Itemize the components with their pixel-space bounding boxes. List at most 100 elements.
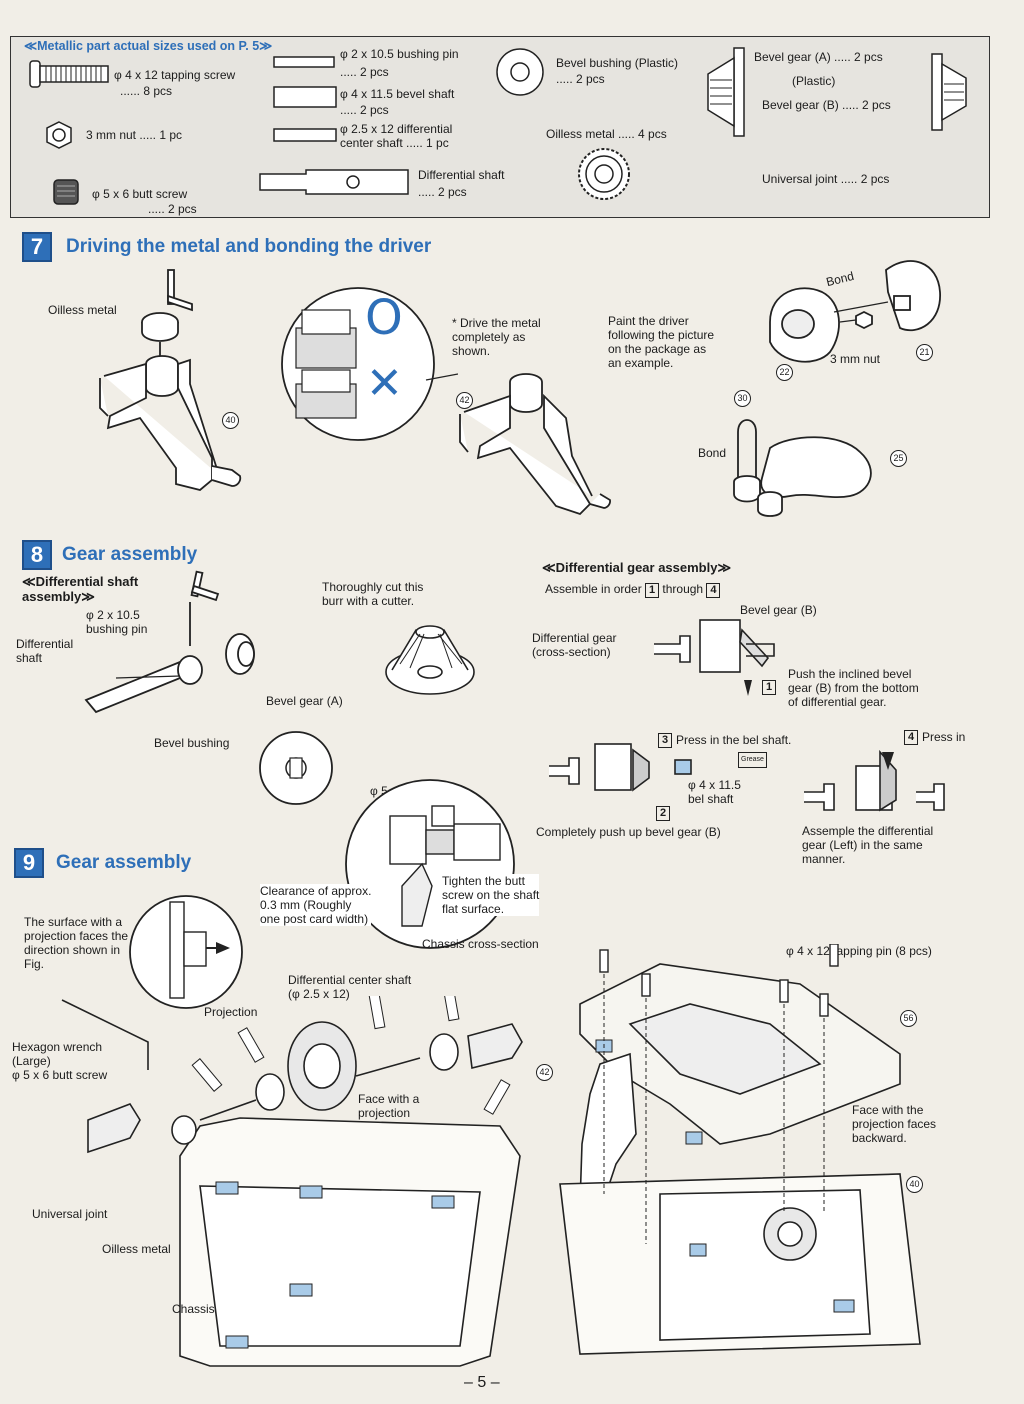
section-7-title: Driving the metal and bonding the driver (66, 236, 432, 257)
differential-gear-subtitle: ≪Differential gear assembly≫ (542, 560, 732, 575)
bevel-gear-b-label: Bevel gear (B) ..... 2 pcs (762, 98, 891, 112)
bushing-pin-icon (273, 56, 335, 68)
surface-note: The surface with a projection faces the … (24, 915, 129, 971)
oilless-gear-icon (578, 148, 630, 200)
step-box-4: 4 (706, 583, 721, 598)
differential-shaft-label: Differential shaft (418, 168, 505, 182)
tapping-pin-note: φ 4 x 12 tapping pin (8 pcs) (786, 944, 932, 958)
chassis-cross-section-label: Chassis cross-section (422, 937, 539, 951)
bevel-bushing-icon (496, 48, 544, 96)
bushing-pin-label: φ 2 x 10.5 bushing pin (340, 47, 459, 61)
driver-body-illustration (733, 419, 872, 517)
differential-shaft-icon (259, 169, 409, 195)
oilless-label: Oilless metal ..... 4 pcs (546, 127, 667, 141)
oilless-metal-note: Oilless metal (102, 1242, 171, 1256)
bevel-gear-a-note: (Plastic) (792, 74, 836, 88)
assemble-order-line: Assemble in order 1 through 4 (545, 582, 721, 598)
differential-shaft-note: Differential shaft (16, 637, 74, 665)
section-9-title: Gear assembly (56, 852, 192, 873)
bevel-shaft-label: φ 4 x 11.5 bevel shaft (340, 87, 455, 101)
incorrect-mark: ✕ (366, 358, 403, 409)
part-40-marker: 40 (222, 412, 239, 429)
zoom-circle-drive (281, 287, 458, 441)
bushing-pin-note: φ 2 x 10.5 bushing pin (86, 608, 148, 636)
section-7-bracket-illustration (99, 269, 242, 491)
diff-gear-step2-3 (549, 743, 692, 792)
differential-shaft-qty: ..... 2 pcs (418, 185, 467, 199)
center-shaft-note: Differential center shaft (φ 2.5 x 12) (288, 973, 412, 1001)
universal-joint-note: Universal joint (32, 1207, 108, 1221)
grease-tag-1: Grease (738, 752, 767, 768)
paint-note: Paint the driver following the picture o… (608, 314, 715, 370)
step-box-1-marker: 1 (762, 680, 776, 695)
bushing-pin-qty: ..... 2 pcs (340, 65, 389, 79)
tapping-screw-qty: ...... 8 pcs (120, 84, 173, 98)
page-number: – 5 – (464, 1374, 500, 1391)
oilless-metal-label: Oilless metal (48, 303, 117, 317)
part-22-marker: 22 (776, 364, 793, 381)
face-backward-note: Face with the projection faces backward. (852, 1103, 937, 1145)
nut-label: 3 mm nut ..... 1 pc (86, 128, 183, 142)
assemble-left-note: Assemple the differential gear (Left) in… (802, 824, 934, 866)
center-shaft-qty: center shaft ..... 1 pc (340, 136, 449, 150)
step4-note: Press in (922, 730, 966, 744)
bevel-bushing-qty: ..... 2 pcs (556, 72, 605, 86)
bevel-gear-a-icon (707, 47, 745, 137)
tapping-screw-label: φ 4 x 12 tapping screw (114, 68, 236, 82)
assemble-order-text: Assemble in order (545, 582, 642, 596)
part-21-marker: 21 (916, 344, 933, 361)
step-box-2-marker: 2 (656, 806, 670, 821)
chassis-note: Chassis (172, 1302, 215, 1316)
nut-3mm-label: 3 mm nut (830, 352, 881, 366)
center-shaft-label: φ 2.5 x 12 differential (340, 122, 453, 136)
bevel-gear-b-note: Bevel gear (B) (740, 603, 817, 617)
section-7-bracket-42 (459, 373, 611, 516)
gear-assembly-chassis-illustration (61, 996, 523, 1367)
helmet-illustration (769, 260, 941, 363)
bevel-gear-b-icon (931, 53, 967, 131)
bevel-gear-a-label: Bevel gear (A) ..... 2 pcs (754, 50, 883, 64)
bevel-shaft-qty: ..... 2 pcs (340, 103, 389, 117)
part-42-marker: 42 (456, 392, 473, 409)
nut-icon (46, 121, 72, 149)
tighten-note: Tighten the butt screw on the shaft flat… (442, 874, 540, 916)
step-box-3-marker: 3 (658, 733, 672, 748)
differential-shaft-assembly-illustration (84, 570, 255, 714)
parts-title: ≪Metallic part actual sizes used on P. 5… (24, 39, 273, 53)
butt-screw-qty: ..... 2 pcs (148, 202, 197, 216)
projection-label: Projection (204, 1005, 258, 1019)
differential-shaft-subtitle: ≪Differential shaft assembly≫ (22, 574, 139, 604)
bevel-gear-burr-illustration (385, 625, 475, 695)
bevel-bushing-note: Bevel bushing (154, 736, 230, 750)
bond-label-2: Bond (698, 446, 727, 460)
section-9-number: 9 (14, 848, 44, 878)
butt-screw-icon (53, 179, 79, 205)
universal-joint-label: Universal joint ..... 2 pcs (762, 172, 890, 186)
step1-note: Push the inclined bevel gear (B) from th… (788, 667, 919, 709)
cut-burr-note: Thoroughly cut this burr with a cutter. (322, 580, 424, 608)
bushing-zoom-circle (259, 731, 333, 805)
drive-note: * Drive the metal completely as shown. (452, 316, 541, 358)
step2-note: Completely push up bevel gear (B) (536, 825, 721, 839)
cross-section-note: Differential gear (cross-section) (532, 631, 617, 659)
hex-wrench-note: Hexagon wrench (Large) φ 5 x 6 butt scre… (12, 1040, 108, 1082)
section-7-number: 7 (22, 232, 52, 262)
bevel-gear-a-note: Bevel gear (A) (266, 694, 343, 708)
step3-note: Press in the bel shaft. (676, 733, 792, 747)
correct-mark: O (365, 290, 403, 346)
section-8-number: 8 (22, 540, 52, 570)
step-box-4-marker: 4 (904, 730, 918, 745)
clearance-note: Clearance of approx. 0.3 mm (Roughly one… (260, 884, 372, 926)
part-25-marker: 25 (890, 450, 907, 467)
section-8-title: Gear assembly (62, 544, 198, 565)
bevel-bushing-label: Bevel bushing (Plastic) (556, 56, 679, 70)
face-with-projection-note: Face with a projection (358, 1092, 420, 1120)
diff-gear-step4 (804, 749, 945, 812)
diff-gear-cross-section-step1 (654, 619, 775, 696)
center-shaft-icon (273, 128, 337, 142)
projection-zoom-circle (129, 895, 243, 1009)
assemble-through-text: through (662, 582, 704, 596)
bevel-shaft-icon (273, 86, 337, 108)
part-42-chassis-marker: 42 (536, 1064, 553, 1081)
step-box-1: 1 (645, 583, 660, 598)
